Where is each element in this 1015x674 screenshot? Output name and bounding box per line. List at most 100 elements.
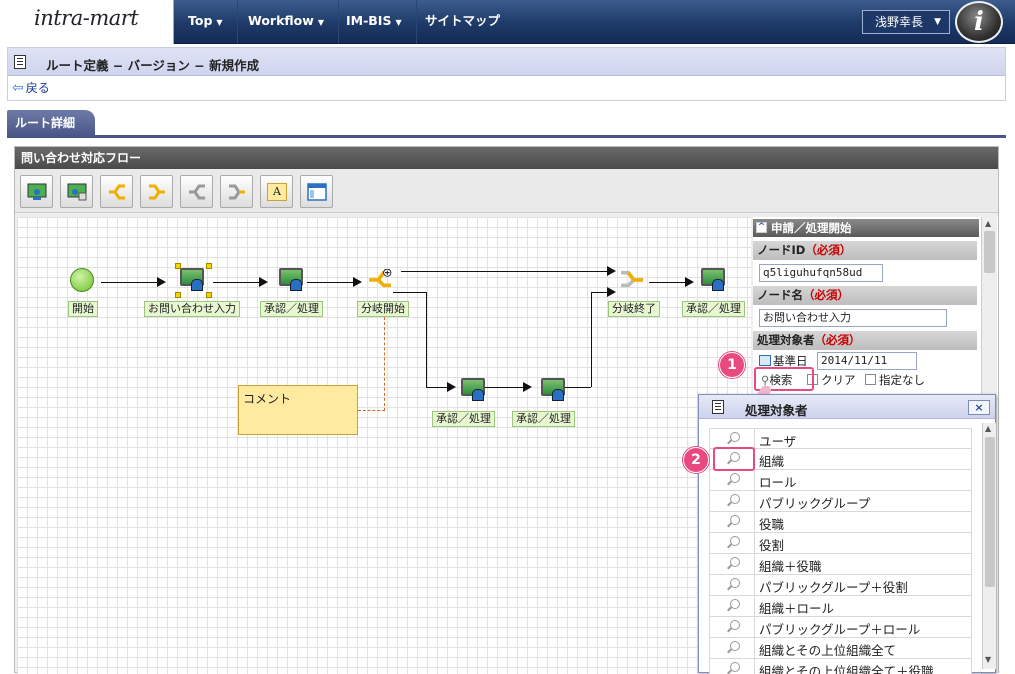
user-menu-button[interactable]: 浅野幸長▼	[862, 10, 950, 34]
list-item-label: パブリックグループ＋役割	[759, 580, 908, 595]
add-merge-start-button[interactable]	[180, 175, 213, 208]
node-label[interactable]: 開始	[68, 301, 98, 317]
list-item[interactable]: 役割	[709, 533, 972, 554]
approval-node[interactable]	[541, 378, 565, 401]
node-id-field[interactable]: q5liguhufqn58ud	[759, 264, 883, 282]
list-item-label: 組織とその上位組織全て＋役職	[759, 664, 934, 674]
search-icon[interactable]	[710, 554, 755, 574]
node-label[interactable]: 承認／処理	[260, 301, 323, 317]
popup-header: 処理対象者 ×	[699, 395, 995, 419]
search-icon[interactable]	[710, 596, 755, 616]
list-scrollbar[interactable]: ▲▼	[982, 423, 996, 669]
page-header: ルート定義 − バージョン − 新規作成	[8, 48, 1005, 76]
list-item[interactable]: ロール	[709, 470, 972, 491]
node-label[interactable]: 承認／処理	[682, 301, 745, 317]
approval-node[interactable]	[461, 378, 485, 401]
search-icon[interactable]	[710, 491, 755, 511]
branch-start-gray-icon	[189, 184, 205, 200]
node-name-label-text: ノード名	[757, 288, 803, 302]
nav-sitemap[interactable]: サイトマップ	[411, 0, 514, 44]
close-button[interactable]: ×	[968, 400, 990, 415]
node-label[interactable]: 承認／処理	[512, 411, 575, 427]
popup-title: 処理対象者	[745, 403, 808, 418]
calendar-icon	[759, 355, 771, 366]
list-item[interactable]: 組織＋役職	[709, 554, 972, 575]
node-label[interactable]: 承認／処理	[432, 411, 495, 427]
section-header[interactable]: ^申請／処理開始	[753, 219, 979, 237]
node-name-field[interactable]: お問い合わせ入力	[759, 309, 947, 327]
clear-link[interactable]: クリア	[807, 372, 856, 388]
nav-workflow[interactable]: Workflow▼	[234, 0, 339, 44]
connector	[307, 282, 357, 283]
back-link[interactable]: ⇦戻る	[12, 79, 50, 96]
list-item[interactable]: パブリックグループ＋役割	[709, 575, 972, 596]
selection-handle[interactable]	[175, 263, 181, 269]
branch-start-node-icon[interactable]	[366, 269, 394, 289]
intra-mart-logo[interactable]: intra-mart	[0, 0, 174, 44]
approval-node[interactable]	[701, 268, 725, 291]
search-icon[interactable]	[710, 659, 755, 674]
base-date-field[interactable]: 2014/11/11	[817, 352, 917, 370]
search-icon[interactable]	[710, 533, 755, 553]
add-branch-end-button[interactable]	[140, 175, 173, 208]
node-label[interactable]: 分岐開始	[357, 301, 409, 317]
add-start-node-button[interactable]	[20, 175, 53, 208]
list-item[interactable]: 組織とその上位組織全て	[709, 638, 972, 659]
scroll-down-icon[interactable]: ▼	[985, 655, 992, 664]
target-type-list: ユーザ 組織 ロール パブリックグループ 役職 役割 組織＋役職 パブリックグル…	[709, 428, 972, 674]
comment-box[interactable]: コメント	[238, 385, 358, 435]
list-item[interactable]: パブリックグループ＋ロール	[709, 617, 972, 638]
avatar[interactable]: i	[955, 1, 1003, 43]
highlight-search	[754, 367, 814, 391]
nav-top-label: Top	[188, 13, 213, 28]
add-process-node-button[interactable]	[60, 175, 93, 208]
connector	[565, 387, 591, 388]
add-branch-start-button[interactable]	[100, 175, 133, 208]
selection-handle[interactable]	[206, 263, 212, 269]
tab-route-detail[interactable]: ルート詳細	[7, 110, 95, 136]
list-item[interactable]: ユーザ	[709, 428, 972, 449]
node-label[interactable]: お問い合わせ入力	[144, 301, 240, 317]
approval-node[interactable]	[279, 268, 303, 291]
branch-end-gray-icon	[229, 184, 245, 200]
checkbox[interactable]	[865, 374, 876, 385]
search-icon[interactable]	[710, 512, 755, 532]
inquiry-input-node[interactable]	[180, 268, 204, 291]
page-header-frame: ルート定義 − バージョン − 新規作成 ⇦戻る	[7, 47, 1006, 101]
branch-end-node-icon[interactable]	[618, 269, 646, 289]
arrow-head	[685, 277, 694, 287]
list-item[interactable]: 役職	[709, 512, 972, 533]
list-item[interactable]: 組織とその上位組織全て＋役職	[709, 659, 972, 674]
toggle-properties-button[interactable]	[300, 175, 333, 208]
nav-top[interactable]: Top▼	[174, 0, 238, 44]
node-label[interactable]: 分岐終了	[608, 301, 660, 317]
list-item[interactable]: 組織＋ロール	[709, 596, 972, 617]
monitor-user-icon	[27, 183, 47, 200]
start-node[interactable]	[70, 268, 94, 292]
add-comment-button[interactable]: A	[260, 175, 293, 208]
nav-im-bis[interactable]: IM-BIS▼	[332, 0, 417, 44]
search-link[interactable]: ⚲検索	[761, 372, 792, 388]
scroll-up-icon[interactable]: ▲	[985, 424, 992, 433]
search-icon[interactable]	[710, 429, 755, 449]
scroll-thumb[interactable]	[985, 437, 995, 587]
add-merge-end-button[interactable]	[220, 175, 253, 208]
search-icon[interactable]	[710, 617, 755, 637]
monitor-user-icon	[701, 268, 725, 291]
selection-handle[interactable]	[175, 292, 181, 298]
search-icon[interactable]	[710, 638, 755, 658]
scroll-thumb[interactable]	[984, 231, 995, 273]
required-mark: （必須）	[814, 333, 861, 347]
selection-handle[interactable]	[206, 292, 212, 298]
back-label: 戻る	[25, 81, 50, 95]
scroll-up-icon[interactable]: ▲	[985, 219, 992, 228]
search-icon[interactable]	[710, 470, 755, 490]
list-item-label: パブリックグループ＋ロール	[759, 622, 921, 637]
search-icon[interactable]	[710, 575, 755, 595]
base-date-label-text: 基準日	[773, 354, 808, 368]
flow-canvas[interactable]: 開始 お問い合わせ入力 承認／処理 分岐開始 分岐終了 承認／処理 承認／処理 …	[17, 217, 751, 674]
none-checkbox[interactable]: 指定なし	[865, 372, 925, 388]
list-item[interactable]: パブリックグループ	[709, 491, 972, 512]
top-navigation-bar: intra-mart Top▼ Workflow▼ IM-BIS▼ サイトマップ…	[0, 0, 1015, 44]
text-tool-icon: A	[267, 183, 287, 201]
